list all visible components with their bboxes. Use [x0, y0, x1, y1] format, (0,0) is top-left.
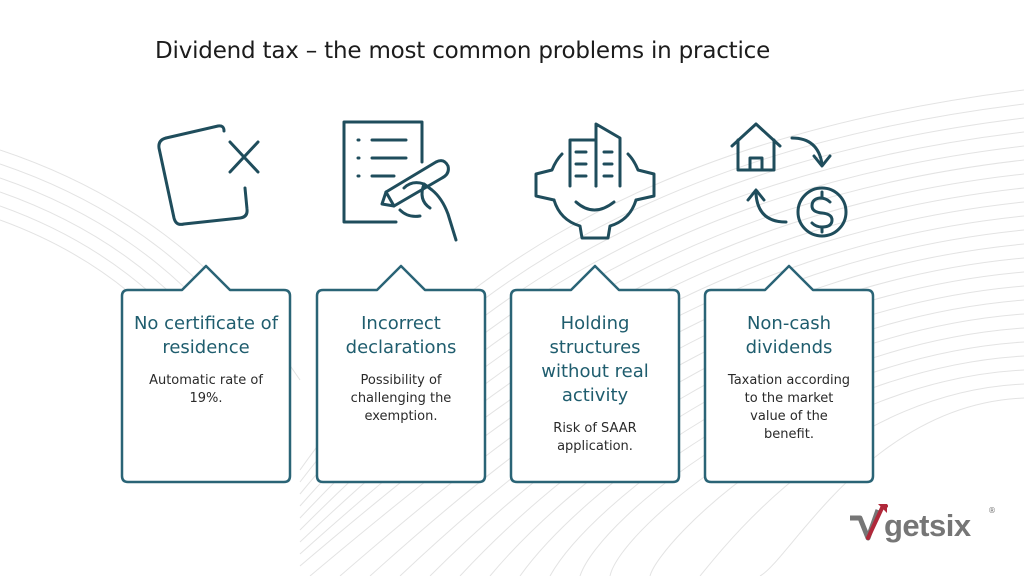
card-outline-callout — [509, 264, 681, 484]
card-non-cash-dividends: Non-cash dividends Taxation according to… — [703, 264, 875, 484]
house-dollar-exchange-icon — [730, 122, 848, 238]
card-title: Non-cash dividends — [745, 313, 833, 358]
card-description: Possibility of challenging the exemption… — [350, 373, 452, 424]
getsix-logo: getsix ® — [848, 504, 998, 550]
card-description: Taxation according to the market value o… — [727, 373, 851, 442]
card-title: No certificate of residence — [133, 313, 279, 358]
card-outline-callout — [120, 264, 292, 484]
page-title: Dividend tax – the most common problems … — [155, 38, 771, 64]
card-title: Incorrect declarations — [345, 313, 457, 358]
building-gear-icon — [534, 122, 656, 240]
card-outline-callout — [703, 264, 875, 484]
document-x-icon — [157, 124, 260, 226]
logo-mark-icon — [850, 504, 888, 541]
card-description: Risk of SAAR application. — [553, 421, 637, 454]
card-holding-structures: Holding structures without real activity… — [509, 264, 681, 484]
logo-registered-mark: ® — [988, 506, 996, 515]
logo-text: getsix — [884, 508, 971, 543]
card-title: Holding structures without real activity — [541, 313, 649, 406]
card-outline-callout — [315, 264, 487, 484]
card-incorrect-declarations: Incorrect declarations Possibility of ch… — [315, 264, 487, 484]
card-no-certificate: No certificate of residence Automatic ra… — [120, 264, 292, 484]
card-description: Automatic rate of 19%. — [149, 373, 263, 406]
checklist-hand-pen-icon — [342, 120, 458, 242]
